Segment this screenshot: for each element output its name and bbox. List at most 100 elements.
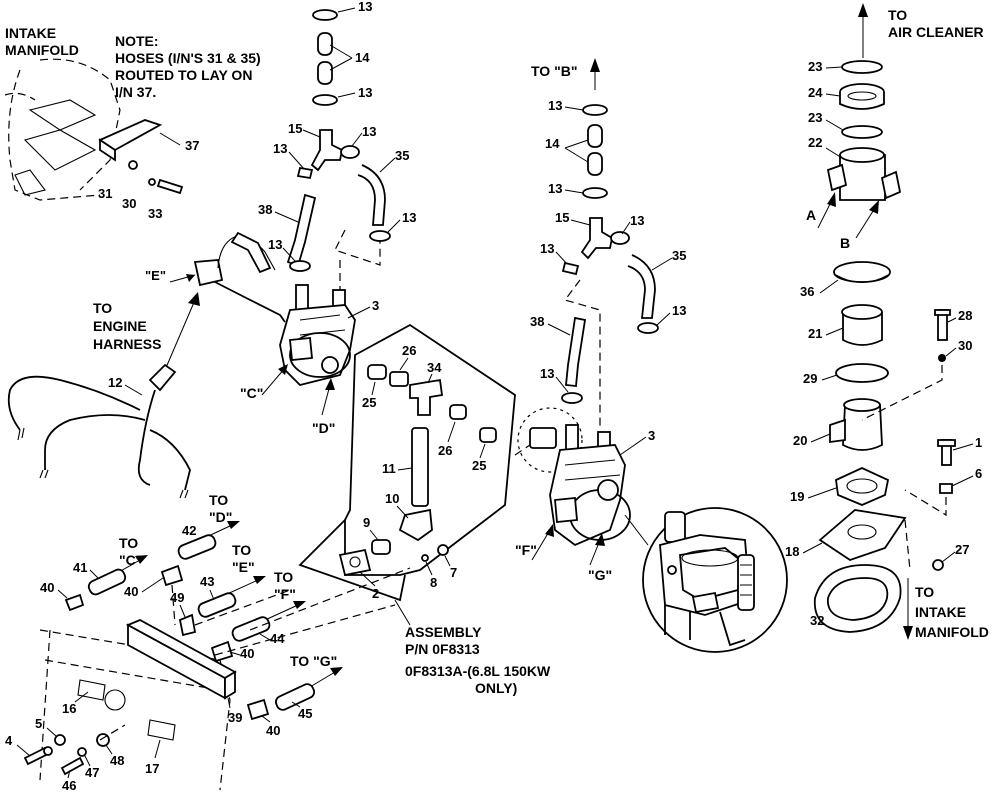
- callout-46: 46: [62, 778, 76, 793]
- callout-16: 16: [62, 701, 76, 716]
- callout-13c: 13: [362, 124, 376, 139]
- view-a-label: A: [806, 207, 816, 223]
- to-b-label: TO "B": [531, 63, 577, 79]
- callout-7: 7: [450, 565, 457, 580]
- to-e-label: TO "E": [232, 542, 255, 575]
- callout-13a: 13: [358, 0, 372, 14]
- callout-37: 37: [185, 138, 199, 153]
- callout-26a: 26: [402, 343, 416, 358]
- callout-30a: 30: [122, 196, 136, 211]
- to-d-label: TO "D": [209, 492, 232, 525]
- callout-11: 11: [382, 461, 396, 476]
- assembly-label: ASSEMBLY P/N 0F8313 0F8313A-(6.8L 150KW …: [405, 624, 554, 696]
- view-d-label: "D": [312, 420, 335, 436]
- callout-13h: 13: [548, 181, 562, 196]
- callout-41: 41: [73, 560, 87, 575]
- callout-33: 33: [148, 206, 162, 221]
- callout-28: 28: [958, 308, 972, 323]
- callout-49: 49: [170, 590, 184, 605]
- to-c-label: TO "C": [119, 535, 142, 568]
- intake-manifold-detail: INTAKE MANIFOLD 37 31 30 33: [4, 25, 199, 221]
- left-valve-assembly: 3: [279, 284, 379, 386]
- callout-8: 8: [430, 575, 437, 590]
- callout-38a: 38: [258, 202, 272, 217]
- callout-35a: 35: [395, 148, 409, 163]
- callout-36: 36: [800, 284, 814, 299]
- view-b-label: B: [840, 235, 850, 251]
- callout-40c: 40: [240, 646, 254, 661]
- to-g-label: TO "G": [290, 653, 337, 669]
- callout-24: 24: [808, 85, 823, 100]
- callout-47: 47: [85, 765, 99, 780]
- callout-23b: 23: [808, 110, 822, 125]
- callout-14a: 14: [355, 50, 370, 65]
- left-hose-assembly: 13 14 13 15 13 13 35 13 38 13: [258, 0, 416, 290]
- callout-19: 19: [790, 489, 804, 504]
- magnified-detail: [624, 507, 788, 653]
- to-intake-manifold-label: TO INTAKE MANIFOLD: [915, 584, 989, 640]
- callout-32: 32: [810, 613, 824, 628]
- callout-17: 17: [145, 761, 159, 776]
- callout-13l: 13: [540, 366, 554, 381]
- callout-30b: 30: [958, 338, 972, 353]
- view-f-label: "F": [515, 542, 537, 558]
- callout-13d: 13: [273, 141, 287, 156]
- callout-35b: 35: [672, 248, 686, 263]
- to-f-label: TO "F": [274, 569, 297, 602]
- right-hose-assembly: TO "B" 13 14 13 15 13 13 35 13 38 13: [530, 58, 686, 430]
- callout-13e: 13: [402, 210, 416, 225]
- view-c-label: "C": [240, 385, 263, 401]
- callout-13f: 13: [268, 237, 282, 252]
- callout-10: 10: [385, 491, 399, 506]
- callout-14b: 14: [545, 136, 560, 151]
- callout-44: 44: [270, 631, 285, 646]
- callout-2: 2: [372, 586, 379, 601]
- callout-9: 9: [363, 515, 370, 530]
- callout-48: 48: [110, 753, 124, 768]
- view-g-label: "G": [588, 567, 612, 583]
- engine-harness: TO ENGINE HARNESS 12: [7, 292, 200, 499]
- callout-22: 22: [808, 135, 822, 150]
- callout-13i: 13: [630, 213, 644, 228]
- to-air-cleaner-label: TO AIR CLEANER: [888, 7, 984, 40]
- callout-29: 29: [803, 371, 817, 386]
- callout-25b: 25: [472, 458, 486, 473]
- callout-18: 18: [785, 544, 799, 559]
- callout-3b: 3: [648, 428, 655, 443]
- hoses-note: NOTE: HOSES (I/N'S 31 & 35) ROUTED TO LA…: [115, 33, 265, 100]
- callout-12: 12: [108, 375, 122, 390]
- callout-40b: 40: [124, 584, 138, 599]
- callout-31: 31: [98, 186, 112, 201]
- callout-4: 4: [5, 733, 13, 748]
- callout-39: 39: [228, 710, 242, 725]
- to-engine-harness-label: TO ENGINE HARNESS: [93, 300, 161, 352]
- callout-3a: 3: [372, 298, 379, 313]
- callout-38b: 38: [530, 314, 544, 329]
- callout-13b: 13: [358, 85, 372, 100]
- callout-13k: 13: [672, 303, 686, 318]
- callout-40d: 40: [266, 723, 280, 738]
- air-cleaner-stack: TO AIR CLEANER 23 24 23 22 A B 36 21: [785, 3, 989, 640]
- callout-1: 1: [975, 435, 982, 450]
- callout-27: 27: [955, 542, 969, 557]
- callout-26b: 26: [438, 443, 452, 458]
- callout-43: 43: [200, 574, 214, 589]
- callout-13j: 13: [540, 241, 554, 256]
- callout-23a: 23: [808, 59, 822, 74]
- callout-42: 42: [182, 523, 196, 538]
- intake-manifold-label: INTAKE MANIFOLD: [5, 25, 79, 58]
- right-valve-assembly: 3: [514, 407, 655, 547]
- manifold-block-assembly: 39 16 17 TO "C" 41 40 TO "D" 42 40 TO: [5, 492, 411, 793]
- callout-15a: 15: [288, 121, 302, 136]
- callout-45: 45: [298, 706, 312, 721]
- callout-40a: 40: [40, 580, 54, 595]
- callout-13g: 13: [548, 98, 562, 113]
- center-assembly: 25 26 34 26 25 11 10 9 2 8 7 ASSEM: [298, 323, 554, 696]
- callout-21: 21: [808, 326, 822, 341]
- callout-20: 20: [793, 433, 807, 448]
- callout-25a: 25: [362, 395, 376, 410]
- e-connector: "E": [145, 231, 286, 323]
- callout-5: 5: [35, 716, 42, 731]
- view-e-label: "E": [145, 268, 166, 283]
